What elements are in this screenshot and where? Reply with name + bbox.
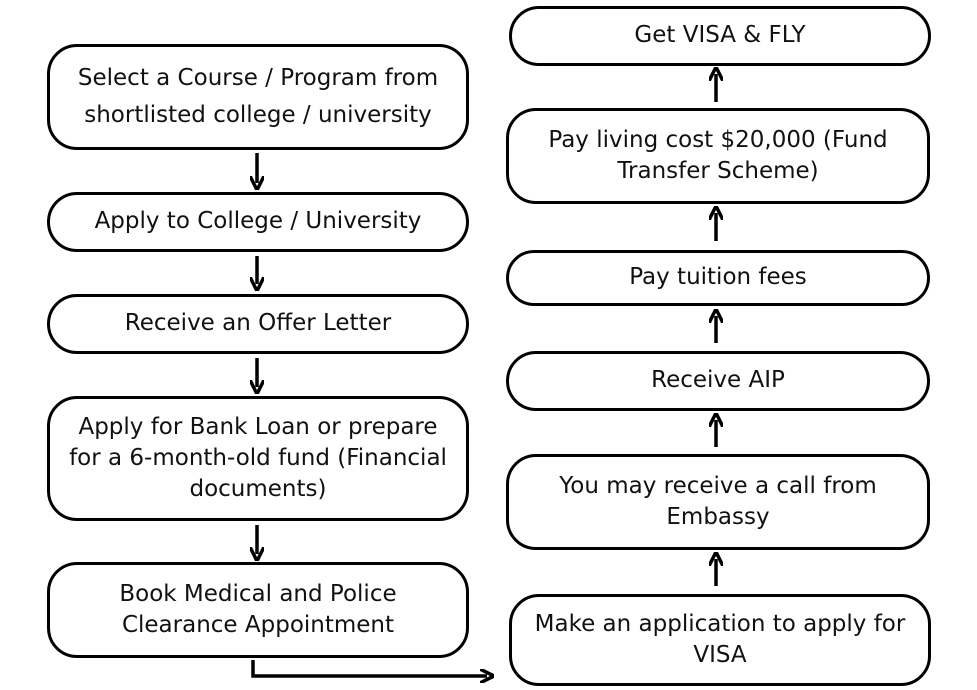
step-bank-loan: Apply for Bank Loan or prepare for a 6-m… xyxy=(47,396,469,521)
step-select-course: Select a Course / Program from shortlist… xyxy=(47,44,469,150)
step-get-visa: Get VISA & FLY xyxy=(509,6,931,66)
step-living-cost: Pay living cost $20,000 (Fund Transfer S… xyxy=(506,108,930,204)
arrow-connector xyxy=(251,660,487,676)
step-tuition: Pay tuition fees xyxy=(506,250,930,306)
step-apply-college: Apply to College / University xyxy=(47,192,469,252)
step-receive-aip: Receive AIP xyxy=(506,351,930,411)
step-embassy-call: You may receive a call from Embassy xyxy=(506,454,930,550)
step-offer-letter: Receive an Offer Letter xyxy=(47,294,469,354)
step-visa-application: Make an application to apply for VISA xyxy=(509,594,931,686)
step-medical: Book Medical and Police Clearance Appoin… xyxy=(47,562,469,658)
